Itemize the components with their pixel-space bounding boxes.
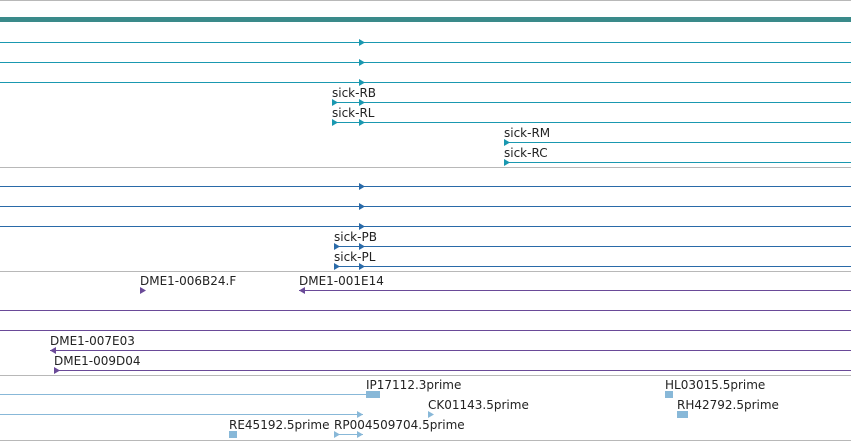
feature-label[interactable]: DME1-009D04 xyxy=(54,354,141,368)
strand-arrow-right xyxy=(334,263,340,270)
strand-arrow-right xyxy=(359,59,365,66)
strand-arrow-right xyxy=(359,119,365,126)
feature-label[interactable]: RP004509704.5prime xyxy=(334,418,465,432)
strand-arrow-right xyxy=(504,159,510,166)
feature-label[interactable]: sick-RL xyxy=(332,106,375,120)
strand-arrow-right xyxy=(332,119,338,126)
strand-arrow-right xyxy=(334,431,340,438)
strand-arrow-right xyxy=(359,223,365,230)
feature-label[interactable]: DME1-006B24.F xyxy=(140,274,237,288)
strand-arrow-right xyxy=(357,431,363,438)
strand-arrow-right xyxy=(357,411,363,418)
strand-arrow-right xyxy=(332,99,338,106)
feature-label[interactable]: RH42792.5prime xyxy=(677,398,779,412)
feature-label[interactable]: CK01143.5prime xyxy=(428,398,529,412)
strand-arrow-right xyxy=(54,367,60,374)
feature-label[interactable]: RE45192.5prime xyxy=(229,418,330,432)
strand-arrow-right xyxy=(359,263,365,270)
exon-block xyxy=(229,431,237,438)
feature-label[interactable]: IP17112.3prime xyxy=(366,378,462,392)
exon-block xyxy=(366,391,380,398)
strand-arrow-right xyxy=(359,203,365,210)
strand-arrow-right xyxy=(359,183,365,190)
strand-arrow-left xyxy=(50,347,56,354)
exon-block xyxy=(677,411,688,418)
strand-arrow-left xyxy=(299,287,305,294)
feature-label[interactable]: sick-RB xyxy=(332,86,377,100)
strand-arrow-right xyxy=(359,39,365,46)
exon-block xyxy=(665,391,673,398)
gene-bar xyxy=(0,17,851,22)
strand-arrow-right xyxy=(334,243,340,250)
feature-label[interactable]: sick-PB xyxy=(334,230,377,244)
feature-label[interactable]: sick-RC xyxy=(504,146,548,160)
strand-arrow-right xyxy=(140,287,146,294)
strand-arrow-right xyxy=(359,79,365,86)
feature-label[interactable]: HL03015.5prime xyxy=(665,378,766,392)
feature-label[interactable]: sick-PL xyxy=(334,250,376,264)
feature-label[interactable]: DME1-001E14 xyxy=(299,274,384,288)
strand-arrow-right xyxy=(359,243,365,250)
strand-arrow-right xyxy=(504,139,510,146)
feature-label[interactable]: sick-RM xyxy=(504,126,551,140)
strand-arrow-right xyxy=(359,99,365,106)
feature-label[interactable]: DME1-007E03 xyxy=(50,334,135,348)
strand-arrow-right xyxy=(428,411,434,418)
